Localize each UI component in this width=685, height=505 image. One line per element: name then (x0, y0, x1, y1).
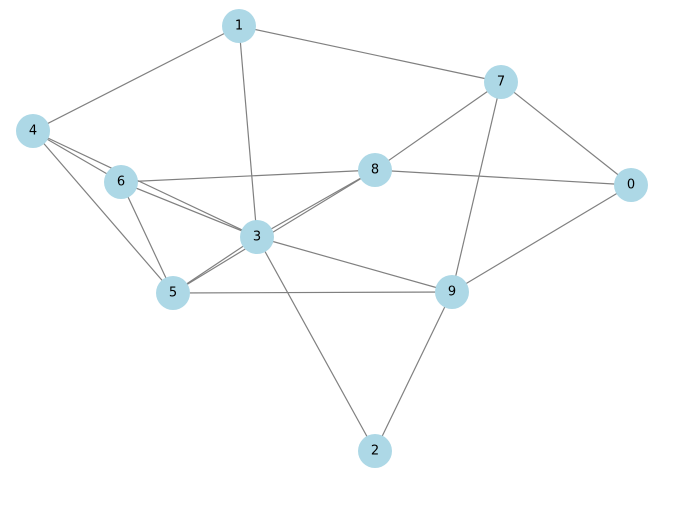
node-5: 5 (156, 276, 190, 310)
nodes-layer: 0 1 2 3 4 5 6 7 8 9 (16, 9, 648, 468)
node-label: 2 (371, 444, 379, 459)
node-circle (156, 276, 190, 310)
node-label: 6 (117, 175, 125, 190)
edge-8-3 (256, 169, 376, 238)
node-circle (614, 168, 648, 202)
node-label: 0 (627, 178, 635, 193)
edge-7-8 (374, 81, 502, 171)
node-0: 0 (614, 168, 648, 202)
node-label: 3 (253, 230, 261, 245)
node-2: 2 (358, 434, 392, 468)
edge-3-9 (256, 236, 453, 293)
node-7: 7 (484, 65, 518, 99)
edge-6-5 (120, 181, 174, 294)
node-circle (240, 220, 274, 254)
node-label: 5 (169, 286, 177, 301)
node-label: 8 (371, 163, 379, 178)
node-4: 4 (16, 114, 50, 148)
edge-1-4 (32, 25, 240, 132)
node-label: 7 (497, 75, 505, 90)
node-circle (222, 9, 256, 43)
edge-1-3 (238, 25, 258, 238)
node-circle (358, 153, 392, 187)
node-1: 1 (222, 9, 256, 43)
node-circle (484, 65, 518, 99)
node-circle (358, 434, 392, 468)
node-6: 6 (104, 165, 138, 199)
node-circle (16, 114, 50, 148)
edges-layer (32, 25, 632, 452)
edge-9-0 (451, 184, 632, 293)
edge-7-0 (500, 81, 632, 186)
edge-9-2 (374, 291, 453, 452)
edge-3-2 (256, 236, 376, 452)
edge-4-3 (32, 130, 258, 238)
node-label: 9 (448, 285, 456, 300)
edge-6-8 (120, 169, 376, 183)
edge-6-3 (120, 181, 258, 238)
edge-1-7 (238, 25, 502, 83)
edge-8-0 (374, 169, 632, 186)
node-circle (435, 275, 469, 309)
edge-8-5 (172, 169, 376, 294)
edge-7-9 (451, 81, 502, 293)
node-9: 9 (435, 275, 469, 309)
node-circle (104, 165, 138, 199)
node-8: 8 (358, 153, 392, 187)
node-3: 3 (240, 220, 274, 254)
node-label: 4 (29, 124, 37, 139)
edge-4-5 (32, 130, 174, 294)
edge-5-9 (172, 291, 453, 294)
node-label: 1 (235, 19, 243, 34)
